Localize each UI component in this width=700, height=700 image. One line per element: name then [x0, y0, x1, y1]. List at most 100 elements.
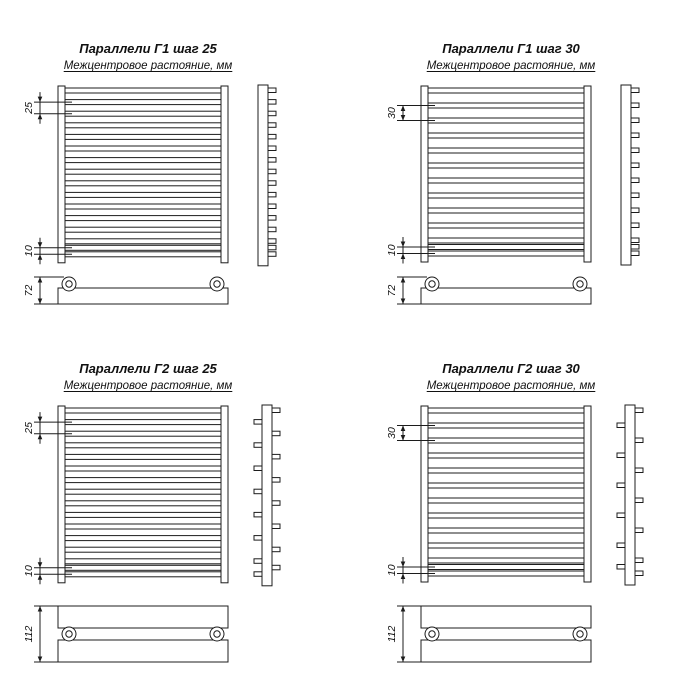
rung [63, 419, 223, 426]
dimension-arrow [37, 242, 43, 248]
rung-stub [271, 564, 281, 571]
rung-stub [616, 422, 626, 428]
rung [426, 527, 586, 534]
rung [63, 251, 223, 258]
rung-stub [267, 191, 277, 198]
left-rail [57, 405, 66, 584]
collector-view: 112 [386, 605, 592, 663]
dimension-label: 10 [386, 564, 398, 576]
side-view [253, 404, 281, 587]
rung [63, 133, 223, 140]
dimension-arrow [37, 433, 43, 440]
rung-stub [634, 497, 644, 503]
right-rail [583, 405, 592, 583]
rung-stub [616, 564, 626, 570]
rung [426, 162, 586, 169]
collector-tube [420, 287, 592, 305]
dimension-label: 10 [23, 245, 35, 257]
rung [63, 203, 223, 210]
rung-stub [616, 482, 626, 488]
rung [63, 535, 223, 542]
quadrant-title: Параллели Г1 шаг 30 [442, 41, 580, 56]
dimension-arrow [37, 606, 43, 612]
port-circle [65, 280, 73, 288]
rung-stub [630, 87, 640, 93]
side-view [620, 84, 640, 266]
dimension-arrow [37, 298, 43, 304]
rung [426, 482, 586, 489]
rung-stub [616, 542, 626, 548]
dimension-arrow [400, 606, 406, 612]
rung [63, 500, 223, 507]
rung-stub [267, 87, 277, 93]
rung [63, 87, 223, 94]
rung [63, 453, 223, 460]
rung [63, 215, 223, 222]
rung [426, 422, 586, 429]
rung [426, 437, 586, 444]
rung [426, 244, 586, 250]
rung-stub [253, 571, 263, 577]
port-circle [213, 630, 221, 638]
rung-stub [267, 203, 277, 209]
port-circle [576, 280, 584, 288]
dimension-label: 25 [23, 102, 35, 115]
rung [426, 132, 586, 139]
rung [426, 564, 586, 570]
rung-stub [271, 523, 281, 529]
quadrant-title: Параллели Г2 шаг 30 [442, 361, 580, 376]
dimension-arrow [400, 425, 406, 431]
rung [63, 511, 223, 518]
rung [63, 168, 223, 175]
rung [63, 157, 223, 164]
rung [63, 523, 223, 530]
rung-stub [634, 570, 644, 576]
rung [63, 558, 223, 565]
rung [63, 477, 223, 484]
rung [63, 99, 223, 106]
dimension-arrow [400, 253, 406, 259]
collector-tube [420, 605, 592, 629]
collector-view: 72 [386, 276, 592, 305]
rung-stub [630, 177, 640, 183]
port-circle [428, 280, 436, 288]
rung-stub [630, 102, 640, 108]
front-view [57, 85, 229, 264]
quadrant-subtitle: Межцентровое растояние, мм [426, 60, 596, 72]
rung-stub [267, 122, 277, 128]
front-view [57, 405, 229, 584]
collector-tube [420, 639, 592, 663]
collector-tube [57, 287, 229, 305]
rung-stub [630, 117, 640, 123]
dimension-label: 112 [23, 625, 35, 642]
rung [426, 192, 586, 199]
rung [63, 564, 223, 571]
rung-stub [634, 557, 644, 563]
rung-stub [267, 251, 277, 257]
rung-stub [616, 512, 626, 518]
rung [426, 250, 586, 257]
side-rail [257, 84, 269, 267]
rung-stub [253, 442, 263, 448]
rung-stub [630, 192, 640, 198]
rung-stub [630, 162, 640, 168]
collector-tube [57, 639, 229, 663]
right-rail [583, 85, 592, 263]
dimension-arrow [37, 277, 43, 283]
rung-stub [267, 215, 277, 221]
rung-stub [630, 147, 640, 153]
dimension-arrow [400, 573, 406, 579]
dimension-label: 10 [386, 244, 398, 256]
quadrant-title: Параллели Г1 шаг 25 [79, 41, 217, 56]
rung-stub [630, 132, 640, 138]
quadrant-subtitle: Межцентровое растояние, мм [426, 380, 596, 392]
rung-stub [267, 226, 277, 233]
rung [63, 244, 223, 251]
port-circle [576, 630, 584, 638]
left-rail [57, 85, 66, 264]
rung [426, 467, 586, 474]
